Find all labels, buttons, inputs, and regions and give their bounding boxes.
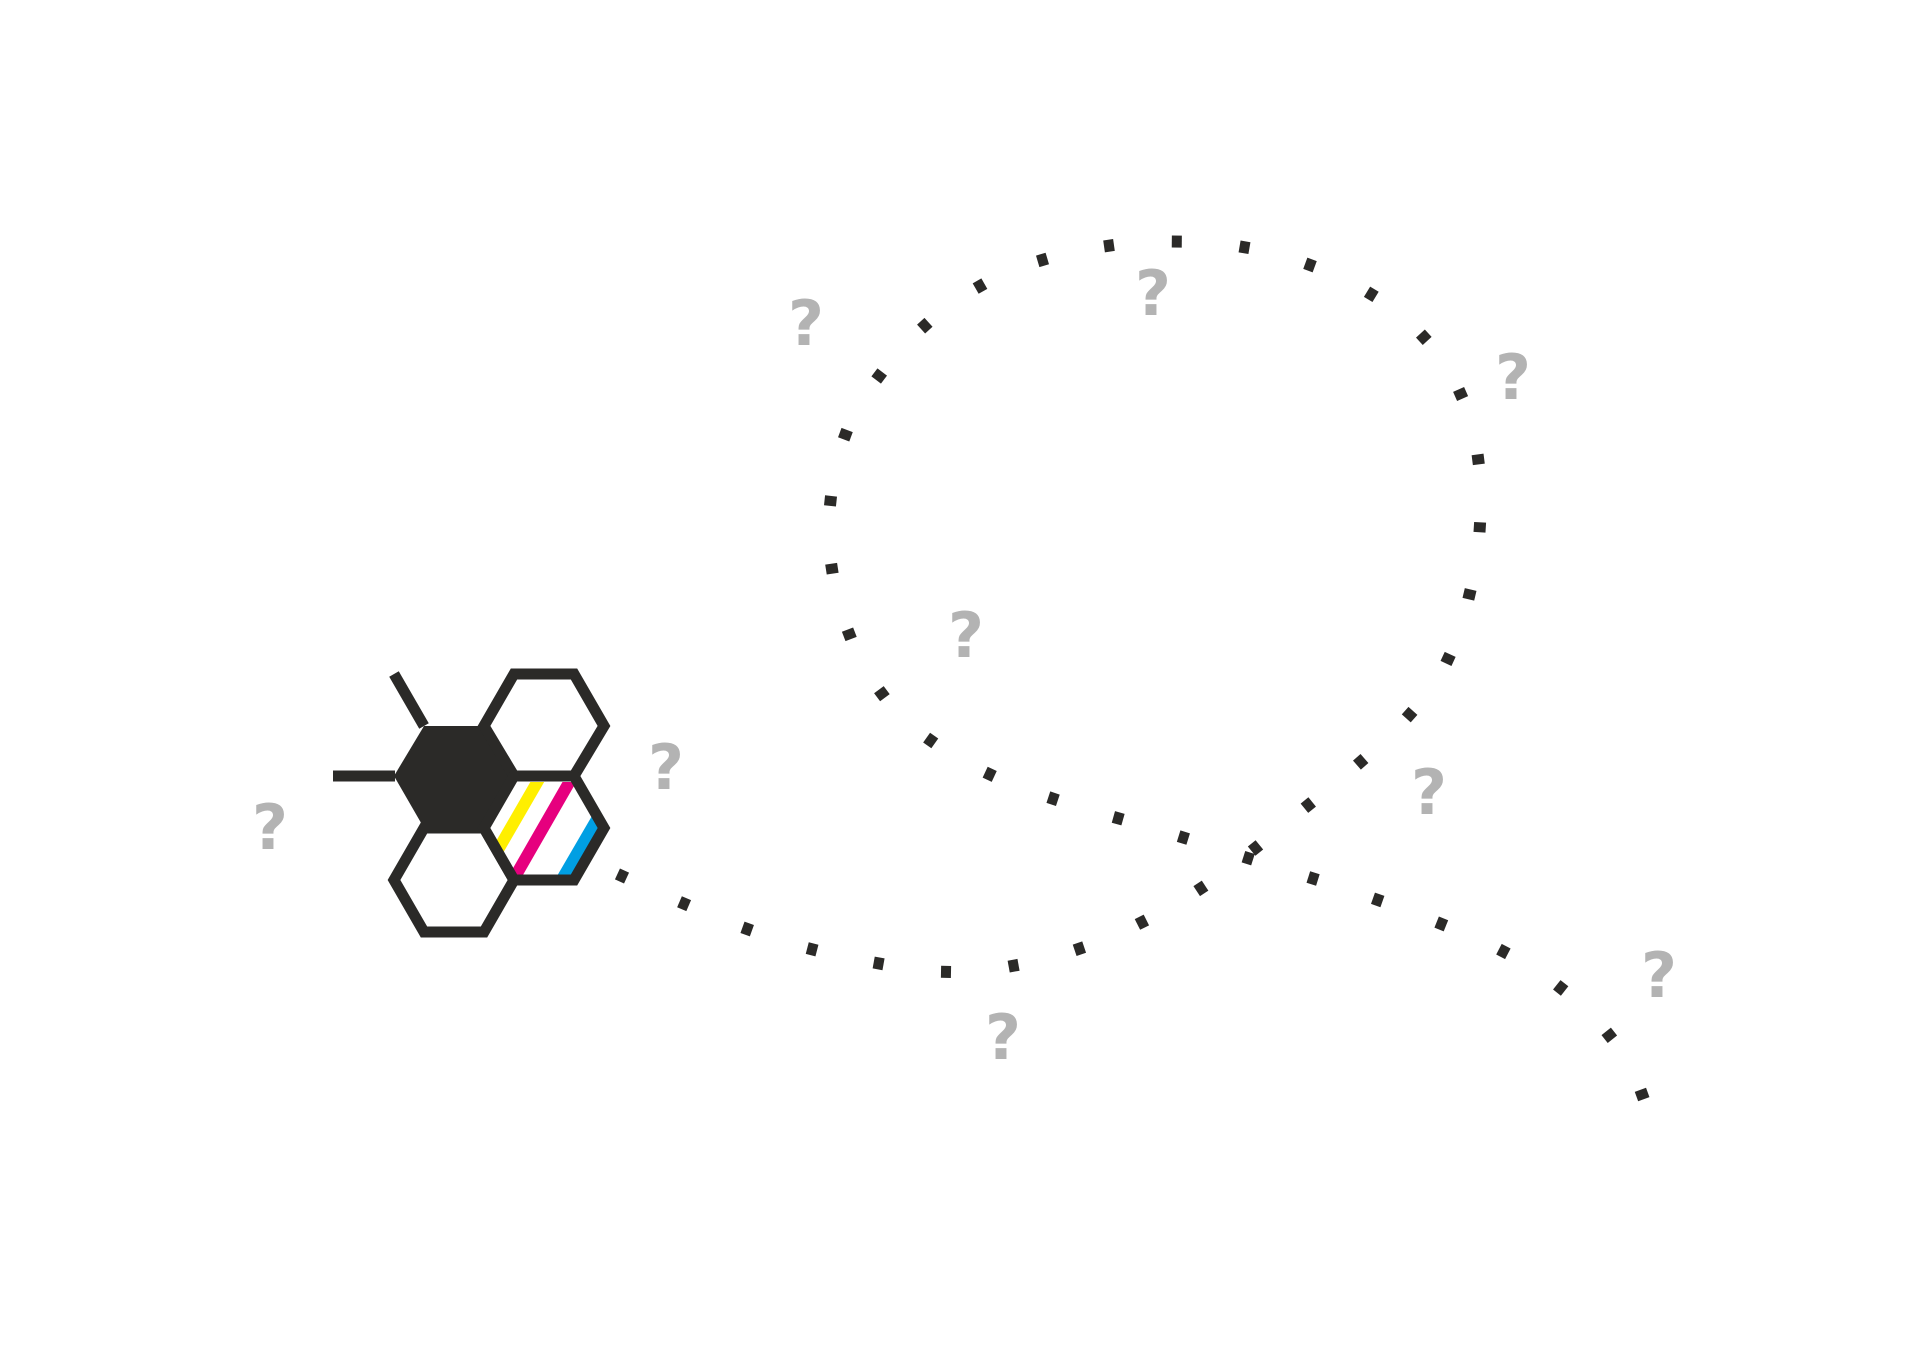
trail-dot — [1601, 1027, 1618, 1043]
trail-dot — [1072, 941, 1087, 956]
trail-dot — [1363, 286, 1379, 303]
trail-dot — [614, 868, 630, 884]
trail-dot — [1306, 871, 1320, 886]
trail-dot — [1352, 753, 1369, 770]
dotted-trail — [614, 235, 1650, 1102]
question-mark-7: ? — [1411, 756, 1447, 829]
question-mark-6: ? — [948, 599, 984, 672]
trail-dot — [1473, 521, 1487, 533]
question-mark-5: ? — [1495, 341, 1531, 414]
question-marks: ? ? ? ? ? ? ? ? ? — [252, 257, 1677, 1074]
stripe-magenta — [506, 782, 588, 884]
trail-dot — [1415, 329, 1432, 345]
question-mark-3: ? — [788, 287, 824, 360]
trail-dot — [1036, 252, 1049, 268]
trail-dot — [1247, 840, 1264, 856]
trail-dot — [1471, 453, 1485, 466]
trail-dot — [1440, 651, 1456, 666]
trail-dot — [1238, 240, 1251, 255]
trail-dot — [1496, 943, 1511, 960]
trail-dot — [838, 427, 853, 442]
trail-dot — [923, 732, 939, 749]
question-mark-8: ? — [985, 1001, 1021, 1074]
trail-dot — [1303, 257, 1317, 273]
question-mark-2: ? — [648, 731, 684, 804]
striped-hexagon — [477, 770, 611, 886]
trail-dot — [1300, 797, 1316, 813]
trail-dot — [1176, 830, 1190, 845]
trail-dot — [825, 562, 839, 575]
trail-dot — [872, 956, 885, 971]
outline-hexagon-top — [477, 668, 611, 782]
trail-dot — [940, 965, 952, 978]
trail-dot — [982, 766, 997, 782]
question-mark-4: ? — [1135, 257, 1171, 330]
trail-dot — [874, 686, 890, 702]
trail-dot — [1046, 791, 1060, 806]
honeycomb-molecule-icon — [333, 668, 611, 938]
trail-dot — [824, 495, 837, 507]
trail-dot — [1171, 235, 1182, 248]
trail-dot — [1370, 892, 1385, 908]
trail-dot — [1134, 914, 1150, 930]
question-mark-1: ? — [252, 791, 288, 864]
question-mark-9: ? — [1641, 939, 1677, 1012]
solid-hexagon — [394, 726, 514, 828]
trail-dot — [1401, 706, 1418, 723]
trail-dot — [1453, 387, 1469, 401]
trail-dot — [1553, 980, 1569, 996]
bond-line-up — [389, 671, 429, 729]
trail-dot — [805, 942, 819, 957]
trail-dot — [1193, 880, 1209, 897]
trail-dot — [1434, 916, 1449, 932]
trail-dot — [871, 368, 888, 384]
trail-dot — [1103, 239, 1115, 253]
trail-dot — [740, 921, 754, 937]
trail-dot — [1111, 811, 1125, 826]
trail-dot — [1634, 1087, 1650, 1102]
trail-dot — [1007, 958, 1020, 973]
trail-dot — [841, 627, 857, 642]
trail-dot — [1462, 588, 1477, 601]
trail-dot — [1241, 850, 1255, 866]
trail-dot — [972, 278, 988, 294]
trail-dot — [677, 896, 692, 912]
trail-dot — [917, 317, 933, 334]
